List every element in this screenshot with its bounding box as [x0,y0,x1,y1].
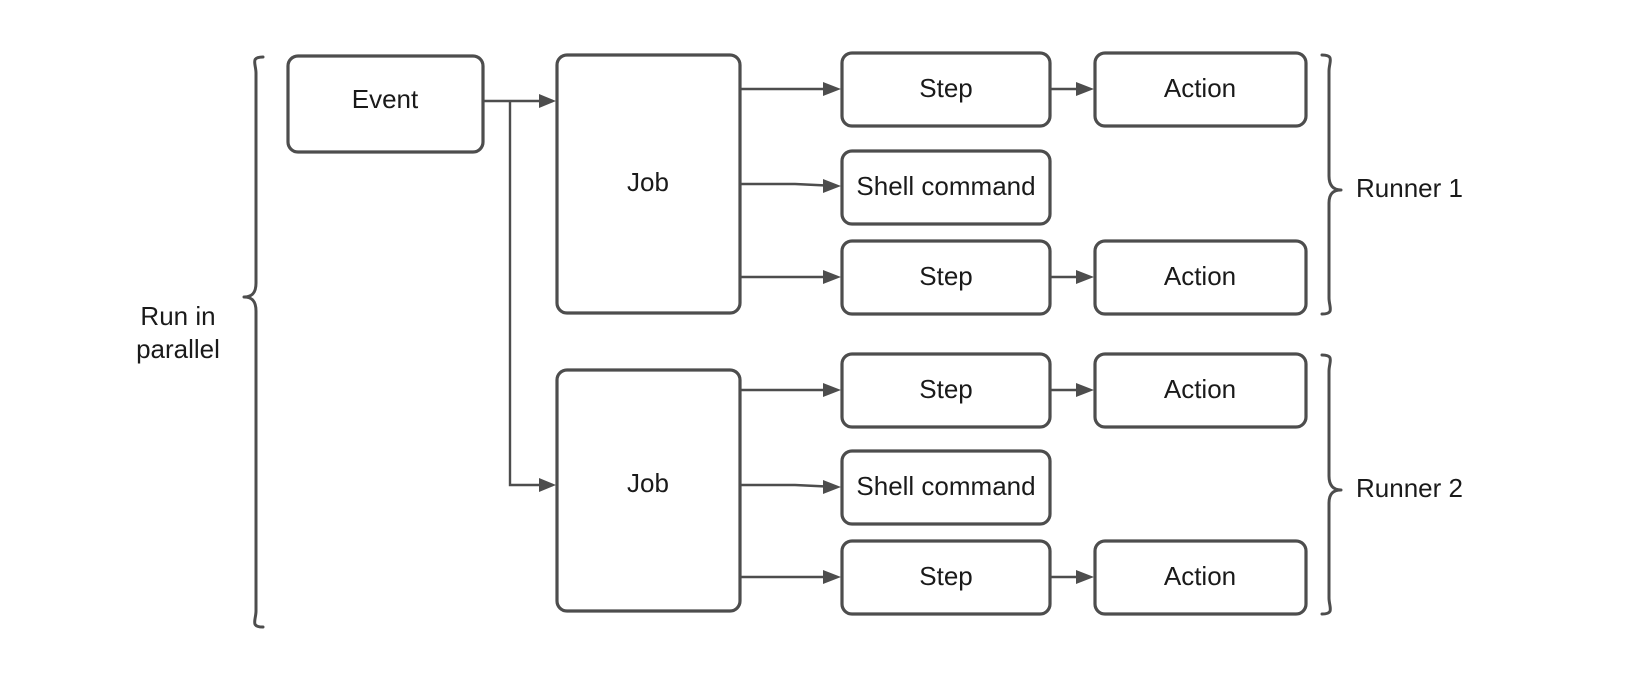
run-in-parallel-label-line1: Run in [140,301,215,331]
runner2-shell-label: Shell command [856,471,1035,501]
runner1-shell-node[interactable]: Shell command [840,149,1052,226]
edge-job2-to-step1 [740,383,841,397]
job1-node[interactable]: Job [555,53,742,315]
edge-job1-to-shell-line [740,182,838,188]
edge-event-to-job2-line [508,101,553,487]
edge-job2-to-shell [740,480,841,494]
runner1-action2-box[interactable] [1093,239,1308,316]
runner2-brace [1320,353,1343,616]
edge-event-to-job2 [508,101,556,492]
runner2-action2-label: Action [1164,561,1236,591]
runner2-label: Runner 2 [1356,473,1463,503]
runner2-brace-path [1320,353,1343,616]
left-brace-path [242,55,265,629]
edge-runner2-step2-to-action2-arrowhead [1076,570,1094,584]
runner2-action2-node[interactable]: Action [1093,539,1308,616]
edge-runner2-step2-to-action2 [1050,570,1094,584]
runner1-step1-label: Step [919,73,973,103]
edge-runner2-step1-to-action1-arrowhead [1076,383,1094,397]
runner1-action2-label: Action [1164,261,1236,291]
runner2-shell-node[interactable]: Shell command [840,449,1052,526]
runner2-action1-node[interactable]: Action [1093,352,1308,429]
event-node-label: Event [352,84,419,114]
edge-runner1-step2-to-action2 [1050,270,1094,284]
edge-job1-to-step1-arrowhead [823,82,841,96]
edge-job1-to-step2-arrowhead [823,270,841,284]
edge-runner1-step2-to-action2-arrowhead [1076,270,1094,284]
runner1-label: Runner 1 [1356,173,1463,203]
job2-node[interactable]: Job [555,368,742,613]
runner2-step2-label: Step [919,561,973,591]
runner2-shell-box[interactable] [840,449,1052,526]
run-in-parallel-label-line2: parallel [136,334,220,364]
runner1-brace [1320,53,1343,316]
edge-job1-to-shell-arrowhead [823,179,841,193]
job2-node-box[interactable] [555,368,742,613]
runner2-step1-label: Step [919,374,973,404]
edge-event-to-job2-arrowhead [539,478,556,492]
edge-job2-to-shell-line [740,483,838,489]
runner1-shell-label: Shell command [856,171,1035,201]
runner2-step1-node[interactable]: Step [840,352,1052,429]
runner1-action2-node[interactable]: Action [1093,239,1308,316]
runner1-step2-label: Step [919,261,973,291]
runner1-action1-node[interactable]: Action [1093,51,1308,128]
edge-job2-to-shell-arrowhead [823,480,841,494]
runner1-step1-node[interactable]: Step [840,51,1052,128]
runner1-action1-label: Action [1164,73,1236,103]
edge-runner1-step1-to-action1 [1050,82,1094,96]
runner1-brace-path [1320,53,1343,316]
edge-job2-to-step2 [740,570,841,584]
event-node[interactable]: Event [286,54,485,154]
edge-runner1-step1-to-action1-arrowhead [1076,82,1094,96]
runner2-step2-node[interactable]: Step [840,539,1052,616]
edge-runner2-step1-to-action1 [1050,383,1094,397]
edge-job1-to-step2 [740,270,841,284]
edge-job2-to-step1-arrowhead [823,383,841,397]
runner2-action2-box[interactable] [1093,539,1308,616]
edge-event-to-job1 [483,94,556,108]
runner2-action1-label: Action [1164,374,1236,404]
runner1-action1-box[interactable] [1093,51,1308,128]
runner1-shell-box[interactable] [840,149,1052,226]
runner2-action1-box[interactable] [1093,352,1308,429]
edge-job2-to-step2-arrowhead [823,570,841,584]
edge-job1-to-step1 [740,82,841,96]
event-node-box[interactable] [286,54,485,154]
runner1-step2-node[interactable]: Step [840,239,1052,316]
job1-node-label: Job [627,167,669,197]
edge-event-to-job1-arrowhead [539,94,556,108]
run-in-parallel-brace [242,55,265,629]
edge-job1-to-shell [740,179,841,193]
job2-node-label: Job [627,468,669,498]
